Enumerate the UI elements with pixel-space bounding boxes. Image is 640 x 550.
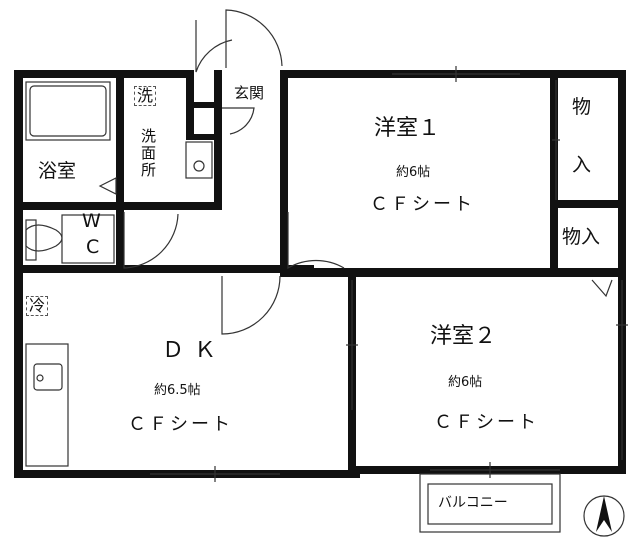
label-closet1-a: 物: [572, 96, 592, 118]
wall-wc-bottom: [14, 265, 314, 273]
label-bath: 浴室: [38, 160, 77, 182]
label-western1-size: 約6帖: [396, 165, 431, 180]
wall-outer-left: [14, 70, 23, 478]
label-closet2: 物入: [562, 226, 601, 248]
toilet: [25, 224, 63, 252]
wall-closet-left: [550, 70, 558, 275]
wall-closet-mid: [550, 200, 626, 208]
bathtub: [25, 81, 111, 141]
door-small: [195, 20, 233, 73]
label-wc-c: C: [86, 236, 100, 258]
label-dk-floor: ＣＦシート: [128, 414, 233, 435]
wash-basin: [185, 141, 213, 179]
door-dk: [221, 275, 281, 335]
label-washer: 洗: [134, 86, 157, 106]
label-entrance: 玄関: [234, 84, 265, 102]
wall-closet-top: [550, 70, 626, 78]
door-wash: [123, 212, 179, 269]
label-dk: ＤＫ: [162, 338, 227, 363]
wall-entrance-low: [186, 134, 222, 140]
label-western2-size: 約6帖: [448, 375, 483, 390]
label-fridge: 冷: [26, 296, 49, 316]
door-w1: [287, 212, 345, 270]
balcony: [419, 473, 561, 533]
label-western2: 洋室２: [430, 324, 497, 349]
label-western2-floor: ＣＦシート: [434, 412, 539, 433]
wall-w1-bottom: [280, 268, 626, 277]
label-balcony: バルコニー: [438, 495, 508, 511]
door-entrance: [225, 9, 283, 68]
label-washroom: 洗面所: [139, 128, 157, 179]
wall-closet-right: [618, 70, 626, 275]
kitchen-counter: [25, 343, 69, 467]
wall-entrance-mid: [186, 102, 222, 108]
wall-bath-bottom: [14, 202, 124, 210]
wall-wash-bottom: [116, 202, 222, 210]
wall-w1-left: [280, 70, 288, 275]
label-western1: 洋室１: [374, 116, 441, 141]
label-closet1-b: 入: [572, 154, 592, 176]
wall-outer-top-left: [14, 70, 194, 78]
label-western1-floor: ＣＦシート: [370, 194, 475, 215]
wall-bath-right: [116, 72, 124, 272]
label-wc-w: W: [82, 210, 101, 232]
label-dk-size: 約6.5帖: [154, 383, 201, 398]
north-arrow-icon: [583, 495, 625, 537]
